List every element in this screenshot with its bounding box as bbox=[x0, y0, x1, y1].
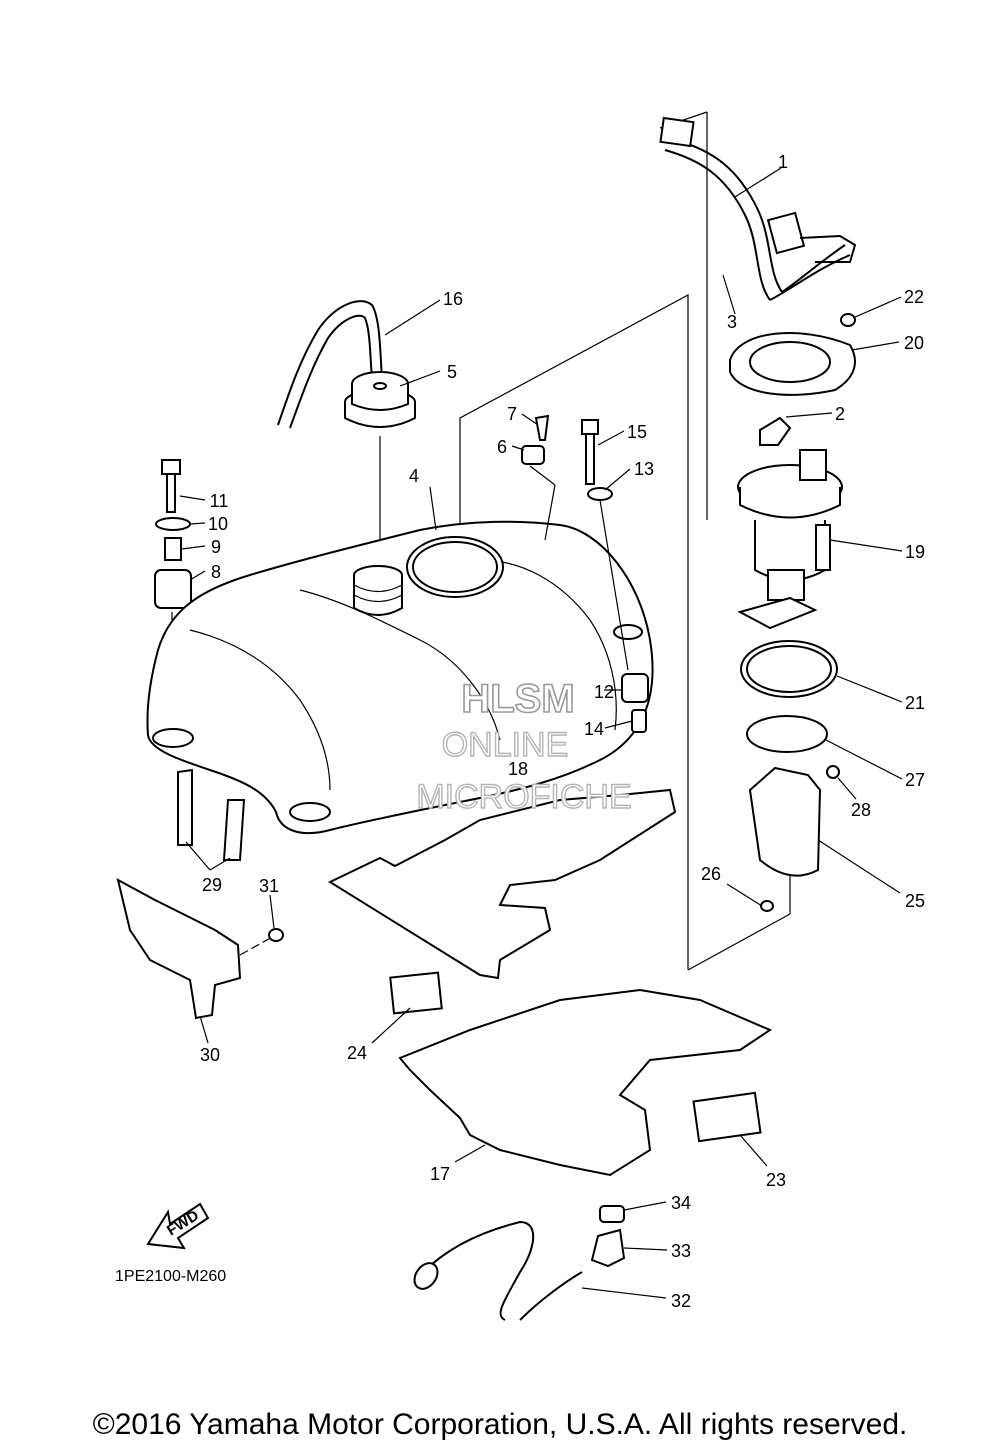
callout-6: 6 bbox=[497, 437, 507, 457]
callout-14: 14 bbox=[584, 719, 604, 739]
callout-28: 28 bbox=[851, 800, 871, 820]
callout-10: 10 bbox=[208, 514, 228, 534]
copyright-notice: ©2016 Yamaha Motor Corporation, U.S.A. A… bbox=[92, 1408, 908, 1441]
dampers-and-cover bbox=[116, 768, 284, 1020]
callout-24: 24 bbox=[347, 1043, 367, 1063]
callout-26: 26 bbox=[701, 864, 721, 884]
callout-25: 25 bbox=[905, 891, 925, 911]
callout-16: 16 bbox=[443, 289, 463, 309]
watermark-line1: HLSM bbox=[461, 677, 574, 721]
callout-30: 30 bbox=[200, 1045, 220, 1065]
callout-32: 32 bbox=[671, 1291, 691, 1311]
relays-and-skid bbox=[389, 971, 773, 1321]
fuel-pump-assembly bbox=[729, 313, 856, 912]
drawing-number: 1PE2100-M260 bbox=[115, 1268, 226, 1285]
callout-2: 2 bbox=[835, 404, 845, 424]
callout-27: 27 bbox=[905, 770, 925, 790]
callout-5: 5 bbox=[447, 362, 457, 382]
breather-hose bbox=[277, 300, 383, 426]
watermark-line2: ONLINE bbox=[442, 726, 569, 764]
callout-17: 17 bbox=[430, 1164, 450, 1184]
callout-15: 15 bbox=[627, 422, 647, 442]
callout-31: 31 bbox=[259, 876, 279, 896]
leader-lines bbox=[179, 167, 903, 1299]
bolts-right bbox=[521, 414, 649, 733]
bolt-stack-left bbox=[154, 459, 192, 609]
callout-3: 3 bbox=[727, 312, 737, 332]
callout-34: 34 bbox=[671, 1193, 691, 1213]
callout-23: 23 bbox=[766, 1170, 786, 1190]
fwd-arrow: FWD bbox=[146, 1202, 210, 1250]
callout-8: 8 bbox=[211, 562, 221, 582]
callout-21: 21 bbox=[905, 693, 925, 713]
wire-harness bbox=[659, 116, 857, 301]
fuel-tank-cap bbox=[344, 371, 416, 428]
callout-4: 4 bbox=[409, 466, 419, 486]
fuel-pump-frame-bottom bbox=[687, 913, 791, 971]
callout-19: 19 bbox=[905, 542, 925, 562]
callout-9: 9 bbox=[211, 537, 221, 557]
heat-insulator bbox=[327, 788, 677, 980]
callout-22: 22 bbox=[904, 287, 924, 307]
callout-18: 18 bbox=[508, 759, 528, 779]
callout-33: 33 bbox=[671, 1241, 691, 1261]
callout-20: 20 bbox=[904, 333, 924, 353]
callout-11: 11 bbox=[210, 491, 229, 511]
callout-13: 13 bbox=[634, 459, 654, 479]
callout-12: 12 bbox=[594, 682, 614, 702]
watermark-line3: MICROFICHE bbox=[416, 778, 631, 816]
callout-29: 29 bbox=[202, 875, 222, 895]
fuel-pump-frame bbox=[459, 293, 689, 970]
callout-7: 7 bbox=[507, 404, 517, 424]
callout-labels: 1 2 3 4 5 6 7 8 9 10 11 12 13 14 15 16 1… bbox=[200, 152, 925, 1311]
callout-1: 1 bbox=[778, 152, 788, 172]
